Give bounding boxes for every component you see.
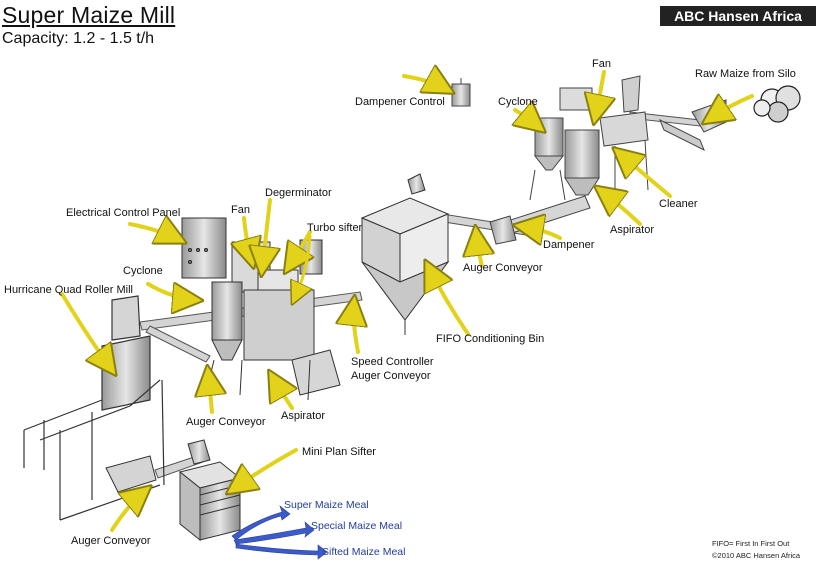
label-electrical-panel: Electrical Control Panel: [66, 207, 181, 219]
label-degerminator: Degerminator: [265, 187, 332, 199]
callout-arrows: [60, 72, 754, 532]
output-arrows: [231, 505, 328, 560]
label-super-maize-meal: Super Maize Meal: [284, 499, 369, 511]
fifo-footnote: FIFO= First In First Out: [712, 539, 790, 548]
label-mini-plan-sifter: Mini Plan Sifter: [302, 446, 376, 458]
label-dampener: Dampener: [543, 239, 595, 251]
fifo-conditioning-bin: [360, 173, 450, 335]
label-auger-conveyor-top: Auger Conveyor: [463, 262, 543, 274]
label-speed-controller: Speed Controller: [351, 356, 434, 368]
label-fifo-bin: FIFO Conditioning Bin: [436, 333, 545, 345]
label-auger-conveyor-bottom: Auger Conveyor: [71, 535, 151, 547]
brand-badge: ABC Hansen Africa: [660, 6, 816, 26]
label-aspirator-top: Aspirator: [610, 224, 655, 236]
label-speed-controller-auger: Auger Conveyor: [351, 370, 431, 382]
hurricane-roller-mill: [23, 295, 165, 521]
label-sifted-maize-meal: Sifted Maize Meal: [322, 546, 406, 558]
label-fan-top: Fan: [592, 58, 611, 70]
label-turbo-sifter: Turbo sifter: [307, 222, 363, 234]
dampener-auger: [489, 195, 591, 245]
mini-plan-sifter: [105, 439, 242, 542]
label-hurricane-mill: Hurricane Quad Roller Mill: [4, 284, 133, 296]
label-cyclone-mid: Cyclone: [123, 265, 163, 277]
label-cyclone-top: Cyclone: [498, 96, 538, 108]
label-cleaner: Cleaner: [659, 198, 698, 210]
label-fan-mid: Fan: [231, 204, 250, 216]
copyright-note: ©2010 ABC Hansen Africa: [712, 551, 801, 560]
capacity-subtitle: Capacity: 1.2 - 1.5 t/h: [2, 30, 155, 47]
degerminating-section: [181, 217, 341, 401]
raw-maize-silo: [753, 85, 801, 123]
cleaning-section: [529, 75, 649, 201]
label-special-maize-meal: Special Maize Meal: [311, 520, 403, 532]
label-raw-maize: Raw Maize from Silo: [695, 68, 796, 80]
label-auger-conveyor-mid: Auger Conveyor: [186, 416, 266, 428]
label-aspirator-mid: Aspirator: [281, 410, 326, 422]
label-dampener-control: Dampener Control: [355, 96, 445, 108]
dampener-control-box: [451, 78, 471, 107]
page-title: Super Maize Mill: [2, 2, 176, 28]
